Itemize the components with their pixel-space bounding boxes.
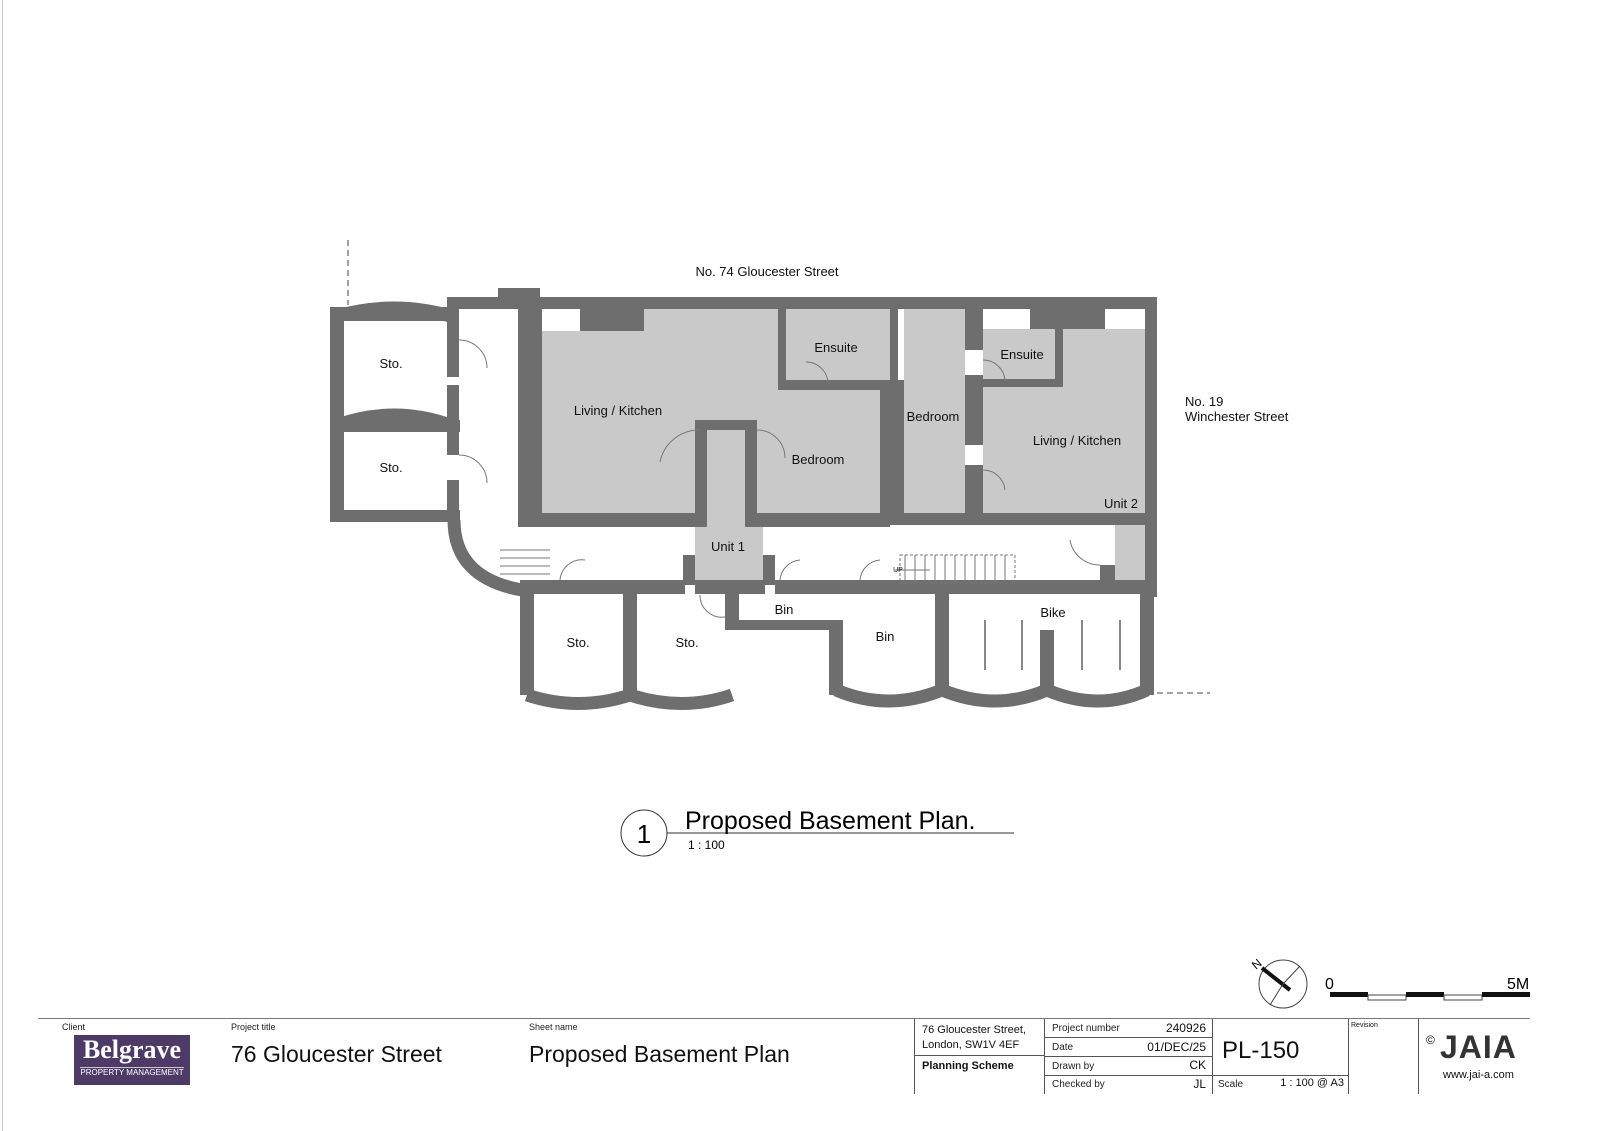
walls [330,288,1157,695]
date: 01/DEC/25 [1147,1040,1206,1054]
neighbour-north: No. 74 Gloucester Street [695,264,838,279]
sheet-name-label: Sheet name [529,1022,578,1032]
neighbour-east: No. 19 [1185,394,1223,409]
room-label: Bin [876,629,895,644]
drawing-title-text: Proposed Basement Plan. [685,807,975,835]
room-label: Bedroom [907,409,960,424]
drawing-title: 1 Proposed Basement Plan. 1 : 100 [620,807,1014,857]
title-block: Client Belgrave PROPERTY MANAGEMENT Proj… [38,1018,1530,1094]
room-label: Living / Kitchen [574,403,662,418]
room-label: Sto. [379,460,402,475]
drawing-number: 1 [637,819,651,849]
revision-label: Revision [1351,1022,1378,1029]
neighbour-east: Winchester Street [1185,409,1289,424]
stair-label: UP [893,567,903,574]
room-label: Sto. [379,356,402,371]
sheet-name: Proposed Basement Plan [529,1041,790,1067]
project-number-label: Project number [1052,1023,1120,1034]
project-title-label: Project title [231,1022,276,1032]
room-label: Living / Kitchen [1033,433,1121,448]
doors-and-stairs [458,339,1101,618]
room-label: Bike [1040,605,1065,620]
client-logo-name: Belgrave [82,1035,182,1064]
scale-end: 5M [1507,976,1529,993]
drawn-by: CK [1189,1058,1206,1072]
room-label: Sto. [566,635,589,650]
bay-arches [334,301,1150,710]
drawing-number: PL-150 [1222,1037,1300,1064]
room-label: Bin [775,602,794,617]
scale-bar: 0 5M [1325,976,1530,1001]
drawn-by-label: Drawn by [1052,1061,1095,1072]
client-label: Client [62,1022,86,1032]
scale-label: Scale [1218,1079,1244,1090]
practice-logo: JAIA [1440,1029,1517,1065]
date-label: Date [1052,1042,1074,1053]
client-logo-sub: PROPERTY MANAGEMENT [80,1067,184,1077]
room-label: Unit 2 [1104,496,1138,511]
address-line2: London, SW1V 4EF [922,1039,1020,1051]
room-label: Ensuite [1000,347,1043,362]
room-label: Bedroom [792,452,845,467]
room-labels: Sto. Sto. Living / Kitchen Ensuite Bedro… [379,264,1288,650]
address-line1: 76 Gloucester Street, [922,1024,1026,1036]
checked-by-label: Checked by [1052,1079,1105,1090]
unit-rooms [542,309,1145,580]
room-label: Sto. [675,635,698,650]
copyright-symbol: © [1426,1033,1435,1047]
project-number: 240926 [1165,1021,1206,1035]
practice-website[interactable]: www.jai-a.com [1443,1069,1514,1081]
party-lines [347,240,1210,694]
room-label: Ensuite [814,340,857,355]
project-title: 76 Gloucester Street [231,1041,442,1067]
checked-by: JL [1193,1077,1206,1091]
bike-racks [984,620,1121,670]
client-logo: Belgrave PROPERTY MANAGEMENT [74,1035,190,1085]
stage: Planning Scheme [922,1060,1014,1072]
room-label: Unit 1 [711,539,745,554]
scale-start: 0 [1325,976,1334,993]
drawing-scale: 1 : 100 [688,838,725,852]
scale-value: 1 : 100 @ A3 [1280,1077,1344,1089]
north-arrow-icon: N [1249,956,1308,1009]
